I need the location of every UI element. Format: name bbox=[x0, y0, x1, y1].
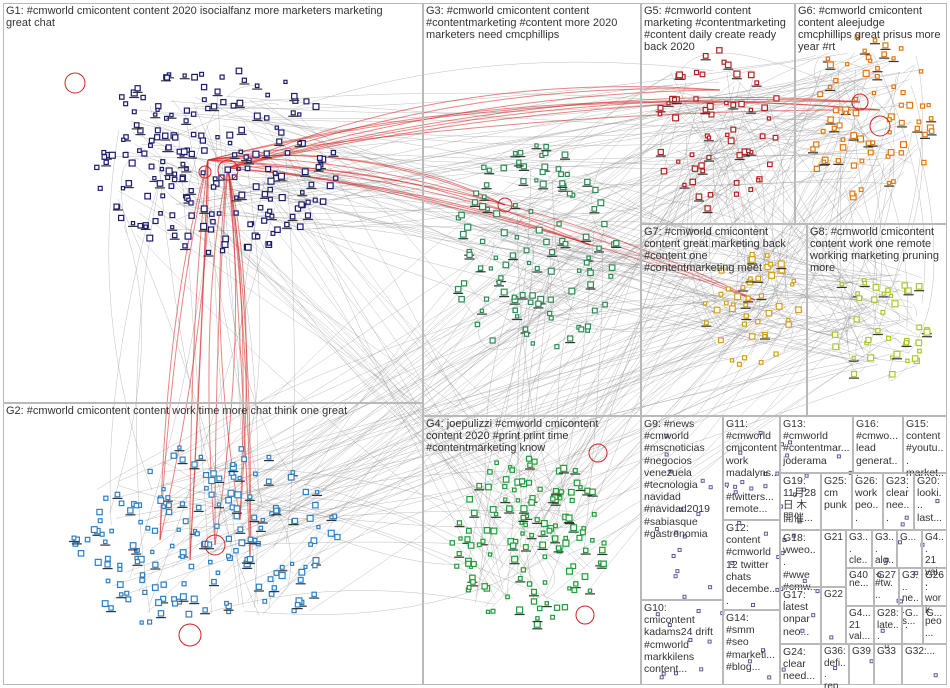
group-label-g39: G4... 21 val... bbox=[849, 608, 871, 643]
group-label-g29: G27 bbox=[877, 570, 896, 582]
group-label-g2: G2: #cmworld cmicontent content work tim… bbox=[6, 405, 420, 417]
group-panel-g10: G10: cmicontent kadams24 drift #cmworld … bbox=[641, 600, 723, 685]
group-panel-g1: G1: #cmworld cmicontent content 2020 iso… bbox=[3, 3, 423, 403]
group-panel-g27: G26: work peo... bbox=[922, 568, 947, 606]
group-label-g41: G... bbox=[926, 608, 944, 620]
group-label-g7: G7: #cmworld cmicontent content great ma… bbox=[644, 226, 804, 274]
group-panel-g42: G40 bbox=[846, 568, 874, 606]
group-label-g32: G32:... bbox=[905, 646, 944, 658]
group-label-g19: G19: 11月28 日 木 開催... bbox=[783, 475, 818, 524]
group-label-g8: G8: #cmworld cmicontent content work one… bbox=[810, 226, 944, 274]
group-panel-g23: G23: clear nee... bbox=[883, 473, 914, 530]
group-label-g9: G9: #news #cmworld #mscnoticias #negocio… bbox=[644, 418, 720, 540]
group-label-g36: G... bbox=[900, 532, 919, 544]
group-label-g24: G24: clear need... bbox=[783, 646, 818, 683]
group-panel-g33: G33 bbox=[874, 644, 902, 685]
group-label-g16: G16: #cmwo... lead generat... bbox=[856, 418, 900, 479]
group-label-g26: G26: work peo... bbox=[855, 475, 880, 524]
group-panel-g11: G11: #cmworld cmicontent work madalyns..… bbox=[723, 416, 780, 520]
group-panel-g41: G... bbox=[923, 606, 947, 644]
group-label-g6: G6: #cmworld cmicontent content aleejudg… bbox=[798, 5, 944, 53]
group-label-g3: G3: #cmworld cmicontent content #content… bbox=[426, 5, 638, 41]
group-panel-g15: G15: content #youtu... market... bbox=[903, 416, 947, 473]
group-label-g1: G1: #cmworld cmicontent content 2020 iso… bbox=[6, 5, 420, 29]
group-panel-g5: G5: #cmworld content marketing #contentm… bbox=[641, 3, 795, 224]
group-label-g13: G13: #cmworld #contentmar... joderama bbox=[783, 418, 850, 467]
group-panel-g36: G... bbox=[897, 530, 922, 568]
group-label-g5: G5: #cmworld content marketing #contentm… bbox=[644, 5, 792, 53]
group-label-g40: G39 bbox=[852, 646, 871, 658]
group-label-g33: G33 bbox=[877, 646, 899, 658]
group-label-g35: G... bbox=[905, 608, 920, 631]
group-panel-g2: G2: #cmworld cmicontent content work tim… bbox=[3, 403, 423, 685]
group-panel-g14: G14: #smm #seo #marketi... #blog... bbox=[723, 610, 780, 685]
group-panel-g25: G25: cm punk bbox=[821, 473, 852, 530]
group-label-g42: G40 bbox=[849, 570, 871, 582]
group-label-g12: G12: content #cmworld 12 twitter chats d… bbox=[726, 522, 777, 607]
group-label-g23: G23: clear nee... bbox=[886, 475, 911, 524]
group-panel-g24: G24: clear need... bbox=[780, 644, 821, 685]
group-label-g22: G22 bbox=[824, 589, 843, 601]
group-panel-g9: G9: #news #cmworld #mscnoticias #negocio… bbox=[641, 416, 723, 600]
group-label-g4: G4: joepulizzi #cmworld cmicontent conte… bbox=[426, 418, 638, 454]
group-label-g14: G14: #smm #seo #marketi... #blog... bbox=[726, 612, 777, 673]
group-panel-g8: G8: #cmworld cmicontent content work one… bbox=[807, 224, 947, 416]
group-panel-g32: G32:... bbox=[902, 644, 947, 685]
group-panel-g3: G3: #cmworld cmicontent content #content… bbox=[423, 3, 641, 416]
group-panel-g39: G4... 21 val... bbox=[846, 606, 874, 644]
group-panel-g19: G19: 11月28 日 木 開催... bbox=[780, 473, 821, 530]
group-panel-g17: G17: latest onpar neo... bbox=[780, 587, 821, 644]
group-panel-g4: G4: joepulizzi #cmworld cmicontent conte… bbox=[423, 416, 641, 685]
group-label-g25: G25: cm punk bbox=[824, 475, 849, 512]
group-label-g10: G10: cmicontent kadams24 drift #cmworld … bbox=[644, 602, 720, 675]
group-panel-g31: G3... cle... ne... bbox=[846, 530, 872, 568]
group-label-g28: G28: late... bbox=[877, 608, 899, 643]
group-label-g37: G36: defi... rep... bbox=[824, 646, 846, 688]
group-panel-g26: G26: work peo... bbox=[852, 473, 883, 530]
group-label-g20: G20: looki... last... bbox=[917, 475, 944, 524]
group-panel-g40: G39 bbox=[849, 644, 874, 685]
group-panel-g30: G3... ne... s... bbox=[899, 568, 922, 606]
group-panel-g34: G3... alg... #tw... bbox=[872, 530, 897, 568]
group-panel-g20: G20: looki... last... bbox=[914, 473, 947, 530]
group-panel-g38: G4... 21 val... bbox=[922, 530, 947, 568]
group-label-g11: G11: #cmworld cmicontent work madalyns..… bbox=[726, 418, 777, 516]
group-panel-g16: G16: #cmwo... lead generat... bbox=[853, 416, 903, 473]
group-panel-g18: G18: wweo... #wwe #cmw... bbox=[780, 530, 821, 587]
group-label-g21: G21 bbox=[824, 532, 843, 544]
group-label-g17: G17: latest onpar neo... bbox=[783, 589, 818, 638]
group-panel-g7: G7: #cmworld cmicontent content great ma… bbox=[641, 224, 807, 416]
group-panel-g22: G22 bbox=[821, 587, 846, 644]
group-panel-g12: G12: content #cmworld 12 twitter chats d… bbox=[723, 520, 780, 610]
group-panel-g35: G... bbox=[902, 606, 923, 644]
group-panel-g21: G21 bbox=[821, 530, 846, 587]
group-panel-g37: G36: defi... rep... bbox=[821, 644, 849, 685]
group-panel-g6: G6: #cmworld cmicontent content aleejudg… bbox=[795, 3, 947, 224]
group-panel-g13: G13: #cmworld #contentmar... joderama bbox=[780, 416, 853, 473]
group-panel-g29: G27 bbox=[874, 568, 899, 606]
group-panel-g28: G28: late... bbox=[874, 606, 902, 644]
